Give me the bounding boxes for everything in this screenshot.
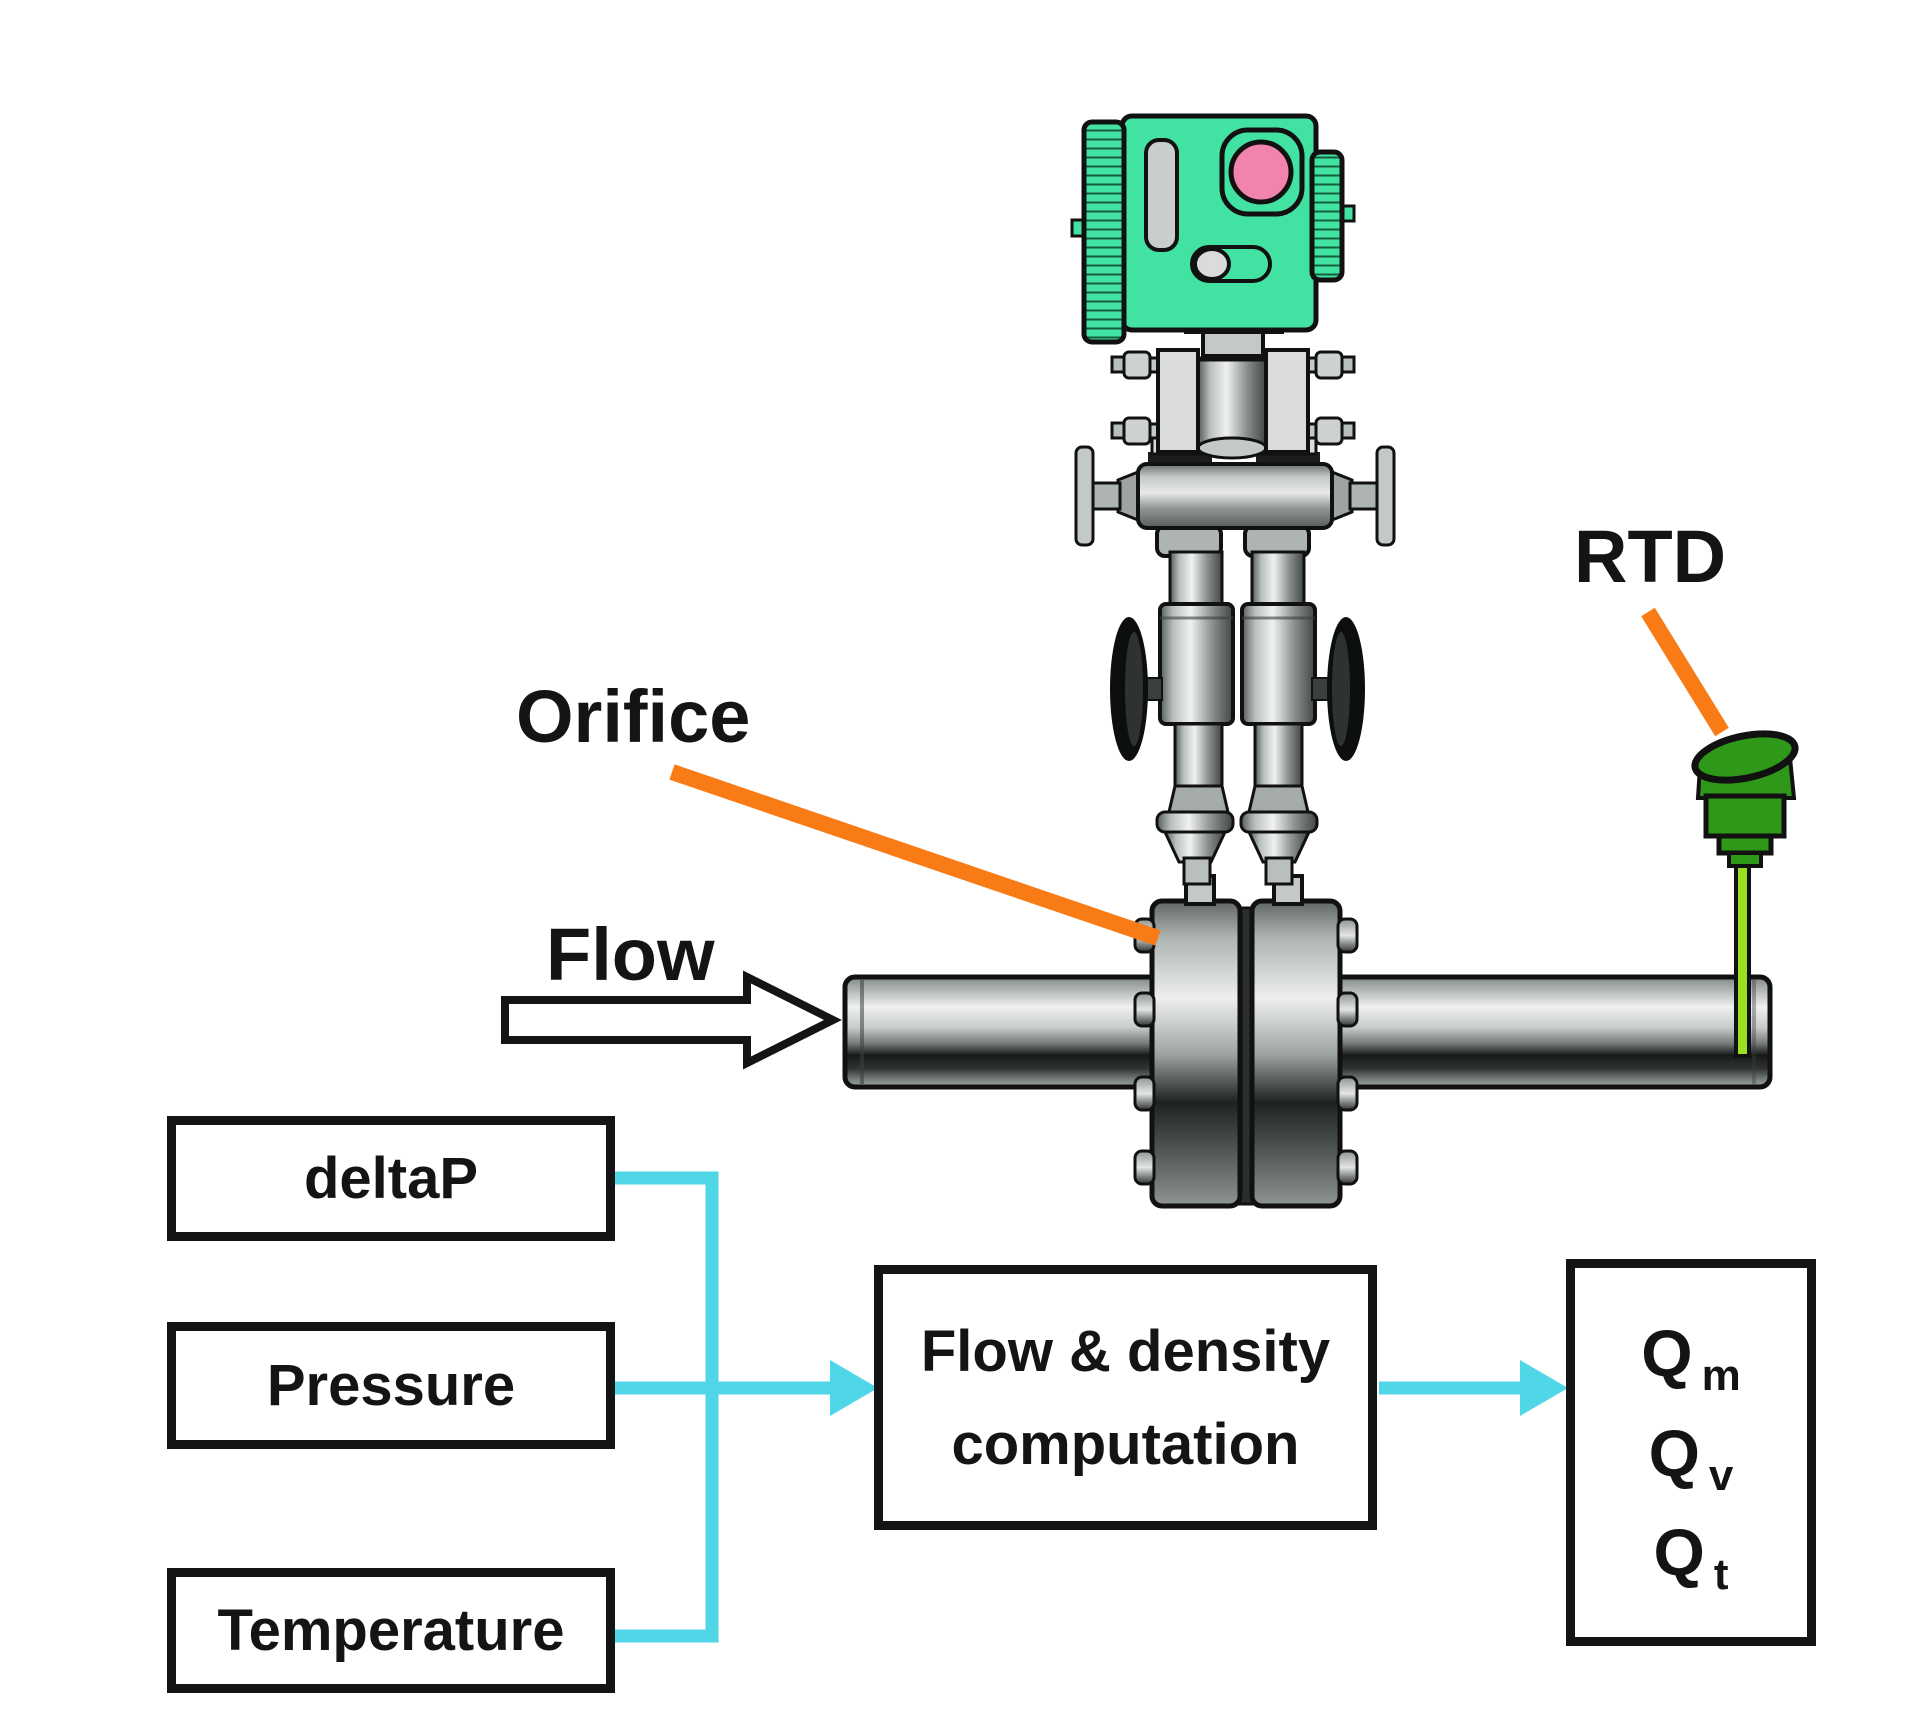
transmitter-nameplate [1144, 138, 1179, 252]
input-box-pressure: Pressure [167, 1322, 615, 1449]
input-box-deltap: deltaP [167, 1116, 615, 1241]
rtd-pointer-line [1641, 607, 1729, 737]
rtd-label: RTD [1574, 515, 1727, 598]
computation-output-arrowhead [1520, 1360, 1568, 1416]
computation-line2: computation [951, 1411, 1300, 1477]
signal-connectors [615, 1171, 1524, 1643]
computation-line1: Flow & density [920, 1318, 1331, 1384]
sensor-capsule [1110, 348, 1356, 460]
input-box-temperature: Temperature [167, 1568, 615, 1693]
valve-handwheel-right [1311, 617, 1365, 761]
input-box-deltap-label: deltaP [303, 1146, 479, 1211]
transmitter-display-window [1228, 139, 1294, 205]
transmitter-zero-button [1193, 247, 1231, 281]
computation-box: Flow & density computation [874, 1265, 1377, 1530]
computation-input-arrowhead [830, 1360, 878, 1416]
flow-arrow [501, 970, 842, 1070]
dp-transmitter [1070, 113, 1356, 358]
rtd-sensor [1691, 730, 1799, 1058]
orifice-pointer-line [669, 764, 1161, 946]
impulse-lines-and-valves [1110, 524, 1365, 886]
valve-handwheel-left [1110, 617, 1163, 761]
rtd-probe [1734, 860, 1751, 1058]
input-box-pressure-label: Pressure [266, 1353, 516, 1418]
orifice-label: Orifice [516, 675, 751, 758]
input-box-temperature-label: Temperature [217, 1598, 565, 1663]
orifice-flange-pair [1133, 874, 1359, 1209]
flow-label: Flow [546, 913, 715, 996]
